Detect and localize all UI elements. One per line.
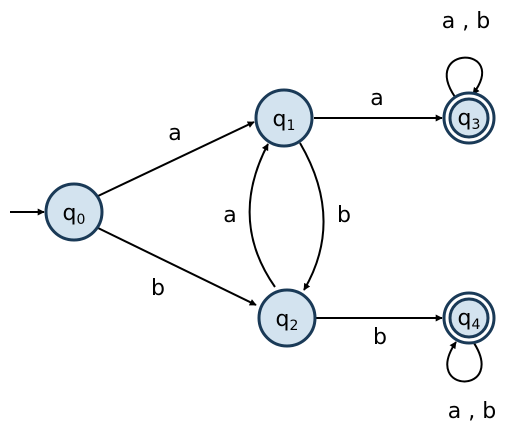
edge-q0-q2 xyxy=(97,227,257,306)
state-q4-circle xyxy=(448,297,490,339)
state-q2-circle xyxy=(257,288,317,348)
state-q4-label: q4 xyxy=(458,306,481,333)
state-q3-label: q3 xyxy=(458,106,481,133)
state-q0: q0 xyxy=(44,182,104,242)
label-q2-q1: a xyxy=(223,203,236,228)
edge-q3-q3-loop xyxy=(445,56,483,98)
state-q1-circle xyxy=(254,88,314,148)
state-q4: q4 xyxy=(442,291,496,345)
state-q3-circle xyxy=(448,97,490,139)
label-q3-loop: a , b xyxy=(442,9,490,34)
edge-q2-q1 xyxy=(248,143,276,288)
edge-q4-q4-loop xyxy=(446,339,483,383)
state-q0-label: q0 xyxy=(63,201,86,228)
label-q0-q2: b xyxy=(151,276,165,301)
label-q1-q2: b xyxy=(337,203,351,228)
edge-q1-q2 xyxy=(299,142,325,291)
label-q4-loop: a , b xyxy=(448,399,496,424)
state-q0-circle xyxy=(44,182,104,242)
state-q3: q3 xyxy=(442,91,496,145)
edge-q0-q1 xyxy=(97,121,255,197)
label-q2-q4: b xyxy=(373,325,387,350)
state-q2-label: q2 xyxy=(276,307,299,334)
label-q1-q3: a xyxy=(370,86,383,111)
state-q1-label: q1 xyxy=(273,107,296,134)
state-q1: q1 xyxy=(254,88,314,148)
label-q0-q1: a xyxy=(168,121,181,146)
state-q2: q2 xyxy=(257,288,317,348)
